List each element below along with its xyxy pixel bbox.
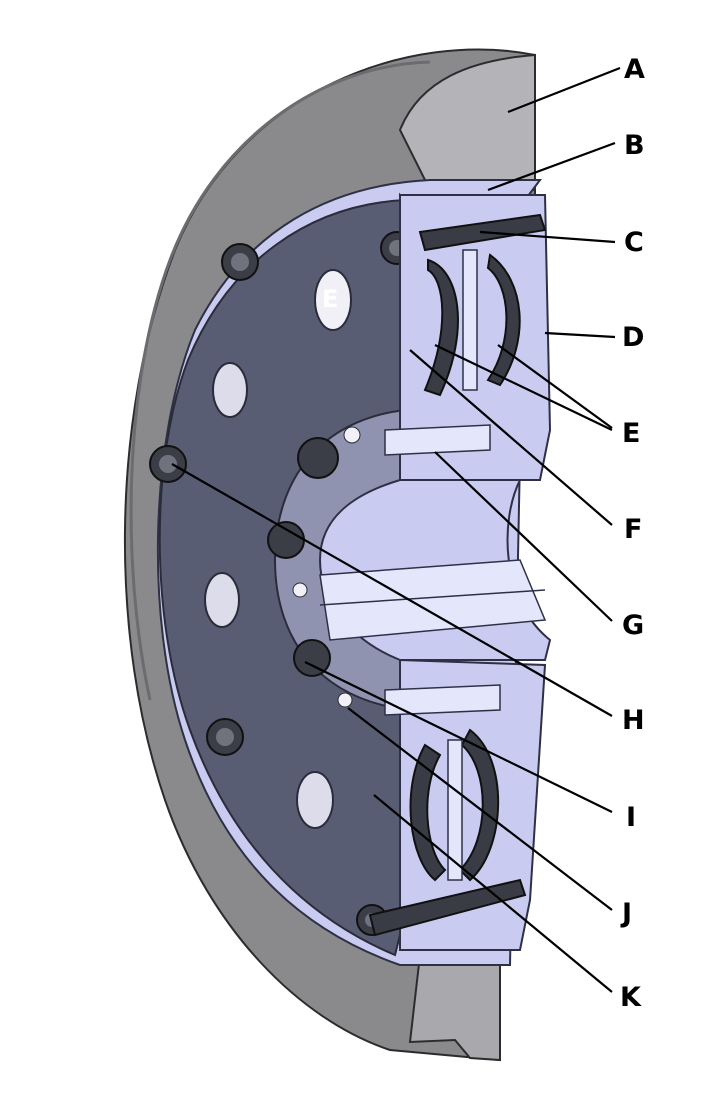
lower-section-cut [368,658,547,951]
disc-bolt [221,243,259,281]
leader-c [479,230,616,244]
callout-k: K [620,982,642,1013]
callout-labels: A B C D E F G H I J K [620,54,645,1013]
leader-lines [171,66,621,993]
disc-bolt [206,718,244,756]
disc-hole [314,269,352,331]
disc-label-e: E [322,285,338,313]
disc-bolt [149,445,187,483]
hub-bolt [297,437,339,479]
hub-hole [292,582,308,598]
leader-b [487,141,616,192]
rubber-element [409,743,447,882]
callout-f: F [624,514,642,545]
callout-b: B [624,130,645,161]
hub-bolt [267,521,305,559]
leader-a [507,66,621,114]
leader-f [409,349,613,526]
connecting-pin [368,878,527,937]
disc-hole [212,362,248,418]
leader-k [373,794,613,993]
leader-d [544,331,616,339]
callout-h: H [622,705,645,736]
leader-h [171,463,613,717]
leader-i [304,661,613,813]
callout-e: E [622,418,640,449]
leader-e1 [434,344,613,431]
callout-j: J [620,898,632,929]
hub-hole [337,692,353,708]
rubber-element [458,728,500,882]
leader-e2 [497,344,613,429]
callout-d: D [622,322,644,353]
leader-j [347,707,613,911]
hub-hole [343,426,361,444]
rubber-element [486,253,521,387]
leader-g [434,451,613,622]
callout-g: G [622,610,644,641]
callout-c: C [624,227,644,258]
hub-bolt [293,639,331,677]
upper-section-cut [384,194,552,481]
rubber-element [423,258,459,397]
disc-hole [204,572,240,628]
callout-i: I [626,802,636,833]
callout-a: A [624,54,645,85]
disc-hole [296,771,334,829]
